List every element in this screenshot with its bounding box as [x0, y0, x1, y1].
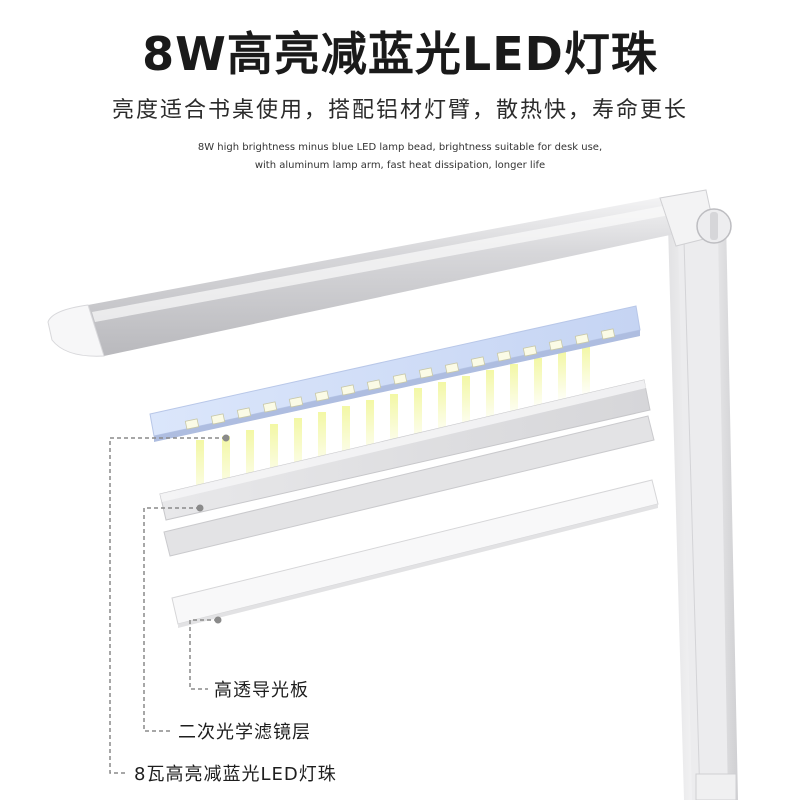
diffuser-plate: [163, 415, 655, 557]
english-description-line-2: with aluminum lamp arm, fast heat dissip…: [254, 160, 546, 171]
callout-lines: [109, 437, 226, 774]
led-bead-strip: [149, 305, 641, 442]
page-title: 8W高亮减蓝光LED灯珠: [142, 27, 658, 81]
lamp-pole: [668, 218, 738, 800]
page-subtitle: 亮度适合书桌使用，搭配铝材灯臂，散热快，寿命更长: [111, 98, 688, 123]
label-light-guide-plate: 高透导光板: [214, 680, 309, 701]
led-light-beams: [196, 346, 590, 510]
led-bead-chips: [184, 328, 616, 430]
callout-dots: [196, 434, 230, 624]
light-guide-plate: [171, 479, 659, 628]
label-optical-filter: 二次光学滤镜层: [178, 722, 311, 743]
label-led-beads: 8瓦高亮减蓝光LED灯珠: [134, 764, 337, 785]
optical-filter-layer: [159, 379, 651, 521]
lamp-arm: [47, 189, 732, 357]
english-description-line-1: 8W high brightness minus blue LED lamp b…: [197, 142, 603, 153]
